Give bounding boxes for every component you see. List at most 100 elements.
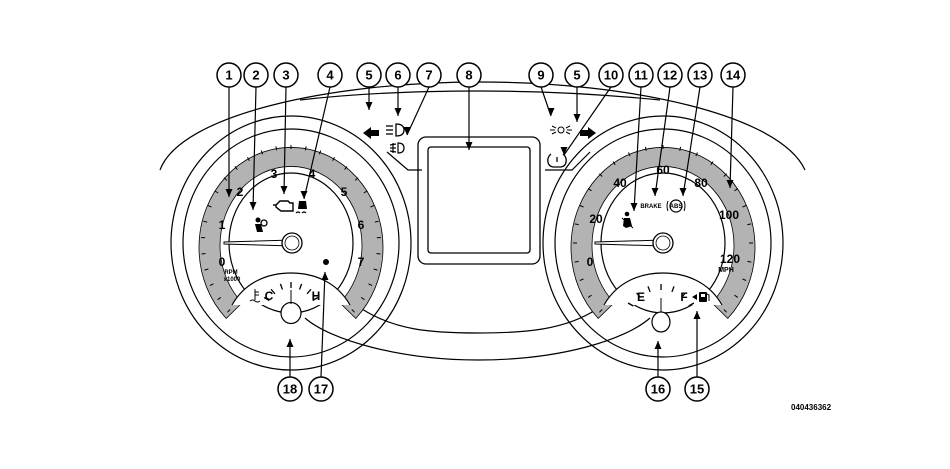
leader-arrowhead bbox=[655, 341, 662, 349]
temperature-gauge: C H bbox=[228, 273, 350, 324]
callout-5: 5 bbox=[565, 63, 589, 87]
speed-label-100: 100 bbox=[719, 208, 739, 222]
figure-id: 040436362 bbox=[791, 403, 832, 412]
speed-label-40: 40 bbox=[613, 176, 627, 190]
abs-warning-icon: ABS bbox=[667, 200, 685, 212]
leader-line bbox=[634, 87, 641, 211]
speed-label-120: 120 bbox=[720, 252, 740, 266]
leader-arrowhead bbox=[548, 108, 555, 116]
callout-number: 3 bbox=[282, 68, 289, 83]
check-engine-icon bbox=[273, 201, 293, 211]
tire-pressure-warning-icon bbox=[548, 154, 566, 167]
callout-number: 11 bbox=[634, 68, 648, 83]
leader-arrowhead bbox=[395, 108, 402, 116]
security-indicator-dot bbox=[323, 259, 329, 265]
callout-number: 15 bbox=[690, 382, 704, 397]
tach-unit-multiplier: x1000 bbox=[224, 277, 241, 283]
leader-line bbox=[407, 87, 429, 135]
leader-arrowhead bbox=[322, 272, 329, 280]
tach-label-1: 1 bbox=[219, 218, 226, 232]
leader-arrowhead bbox=[631, 203, 638, 211]
callout-number: 13 bbox=[693, 68, 707, 83]
fuel-gauge: E F bbox=[604, 273, 722, 332]
callout-5: 5 bbox=[357, 63, 381, 87]
callout-10: 10 bbox=[599, 63, 623, 87]
callout-number: 5 bbox=[365, 68, 372, 83]
temp-hot-label: H bbox=[312, 289, 321, 303]
temp-cold-label: C bbox=[265, 289, 274, 303]
speed-label-20: 20 bbox=[589, 212, 603, 226]
tach-tick bbox=[305, 146, 306, 150]
callout-13: 13 bbox=[688, 63, 712, 87]
callout-number: 1 bbox=[225, 68, 232, 83]
fuel-empty-label: E bbox=[637, 290, 645, 304]
speed-label-80: 80 bbox=[694, 176, 708, 190]
tach-label-6: 6 bbox=[358, 218, 365, 232]
speed-label-0: 0 bbox=[587, 255, 594, 269]
callout-4: 4 bbox=[318, 63, 342, 87]
callout-number: 2 bbox=[252, 68, 259, 83]
tach-unit-rpm: RPM bbox=[224, 270, 237, 276]
tach-label-2: 2 bbox=[237, 185, 244, 199]
brake-warning-label: BRAKE bbox=[640, 204, 661, 210]
traction-control-icon bbox=[296, 201, 307, 213]
leader-arrowhead bbox=[574, 114, 581, 122]
callout-14: 14 bbox=[721, 63, 745, 87]
high-beam-icon bbox=[386, 124, 404, 136]
leader-arrowhead bbox=[301, 191, 308, 199]
callout-number: 16 bbox=[651, 382, 665, 397]
seatbelt-reminder-icon bbox=[622, 212, 633, 228]
callout-number: 9 bbox=[537, 68, 544, 83]
callout-11: 11 bbox=[629, 63, 653, 87]
leader-arrowhead bbox=[366, 102, 373, 110]
tachometer-scale: 0 1 2 3 4 5 6 7 RPM x1000 bbox=[219, 167, 365, 283]
parking-lights-icon bbox=[550, 126, 572, 134]
callout-number: 7 bbox=[425, 68, 432, 83]
callout-17: 17 bbox=[309, 377, 333, 401]
callout-number: 8 bbox=[465, 68, 472, 83]
leader-arrowhead bbox=[287, 339, 294, 347]
callout-number: 5 bbox=[573, 68, 580, 83]
abs-label: ABS bbox=[670, 204, 683, 210]
callout-12: 12 bbox=[658, 63, 682, 87]
front-fog-light-icon bbox=[390, 143, 404, 153]
leader-arrowhead bbox=[652, 188, 659, 196]
leader-line bbox=[655, 87, 670, 196]
leader-arrowhead bbox=[250, 202, 257, 210]
callout-2: 2 bbox=[244, 63, 268, 87]
leader-arrowhead bbox=[680, 188, 687, 196]
callout-number: 10 bbox=[604, 68, 618, 83]
leader-line bbox=[253, 87, 256, 210]
callout-8: 8 bbox=[457, 63, 481, 87]
fuel-full-label: F bbox=[680, 290, 687, 304]
leader-line bbox=[304, 87, 330, 199]
callout-1: 1 bbox=[217, 63, 241, 87]
speed-unit-mph: MPH bbox=[718, 267, 734, 274]
leader-arrowhead bbox=[694, 311, 701, 319]
left-turn-signal-icon bbox=[363, 127, 379, 139]
callout-number: 4 bbox=[326, 68, 334, 83]
callout-number: 6 bbox=[394, 68, 401, 83]
callout-15: 15 bbox=[685, 377, 709, 401]
tach-label-5: 5 bbox=[341, 185, 348, 199]
tachometer-needle bbox=[224, 233, 302, 253]
callout-9: 9 bbox=[529, 63, 553, 87]
leader-line bbox=[284, 87, 286, 194]
callout-3: 3 bbox=[274, 63, 298, 87]
speedometer-needle bbox=[595, 233, 673, 253]
tach-label-0: 0 bbox=[219, 255, 226, 269]
tach-tick bbox=[276, 146, 277, 150]
callout-number: 12 bbox=[663, 68, 677, 83]
tach-label-3: 3 bbox=[271, 167, 278, 181]
leader-arrowhead bbox=[281, 186, 288, 194]
tach-label-7: 7 bbox=[358, 255, 365, 269]
callout-18: 18 bbox=[278, 377, 302, 401]
callout-number: 14 bbox=[726, 68, 741, 83]
callout-number: 18 bbox=[283, 382, 297, 397]
leader-arrowhead bbox=[466, 142, 473, 150]
callout-number: 17 bbox=[314, 382, 328, 397]
center-display bbox=[418, 137, 540, 264]
airbag-warning-icon bbox=[255, 218, 267, 233]
callout-6: 6 bbox=[386, 63, 410, 87]
